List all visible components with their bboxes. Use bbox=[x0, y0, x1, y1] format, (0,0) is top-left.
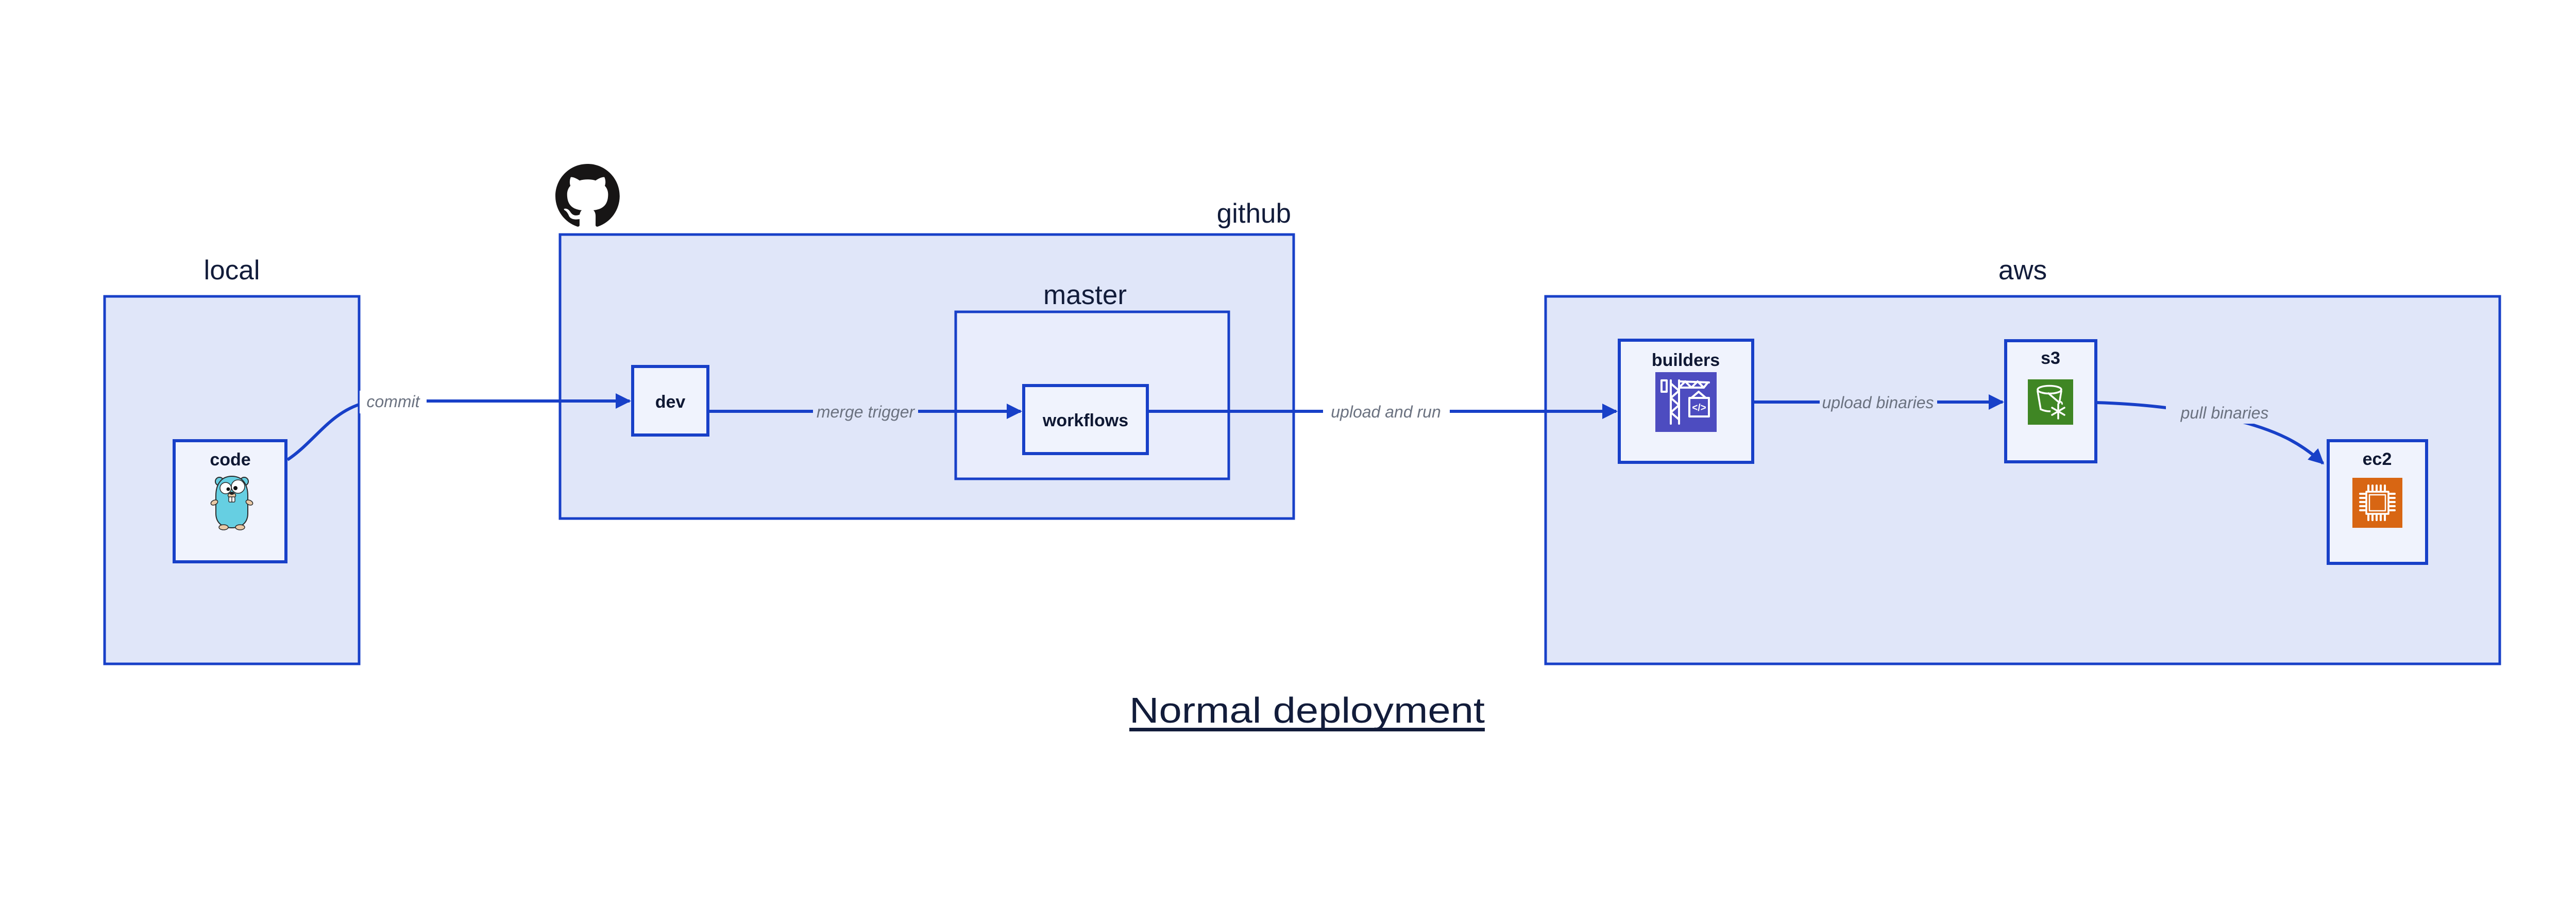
codebuild-code-glyph: </> bbox=[1692, 403, 1706, 413]
title-underline bbox=[1129, 728, 1485, 731]
edge-label-pull-binaries: pull binaries bbox=[2180, 404, 2269, 422]
edge-label-bg bbox=[813, 400, 918, 423]
node-ec2-label: ec2 bbox=[2363, 449, 2392, 469]
edge-label-merge-trigger: merge trigger bbox=[817, 403, 916, 421]
cluster-github-label: github bbox=[1217, 198, 1291, 229]
edge-label-bg bbox=[1820, 391, 1937, 413]
node-workflows bbox=[1022, 384, 1149, 455]
diagram-title: Normal deployment bbox=[1129, 690, 1485, 730]
github-octocat-icon bbox=[555, 164, 620, 227]
edge-label-bg bbox=[1323, 400, 1450, 423]
node-dev-label: dev bbox=[655, 392, 686, 412]
edge-label-commit: commit bbox=[366, 392, 420, 411]
edge-label-bg bbox=[360, 391, 427, 413]
edge-label-upload-and-run: upload and run bbox=[1331, 403, 1441, 421]
node-workflows-label: workflows bbox=[1042, 411, 1128, 430]
edge-label-bg bbox=[2166, 401, 2284, 424]
go-gopher-icon bbox=[210, 475, 253, 530]
aws-ec2-icon bbox=[2352, 478, 2402, 528]
node-s3-label: s3 bbox=[2041, 348, 2060, 368]
node-code-label: code bbox=[210, 450, 250, 470]
aws-s3-glacier-icon bbox=[2028, 379, 2073, 425]
aws-codebuild-icon: </> bbox=[1655, 372, 1717, 432]
edge-label-upload-binaries: upload binaries bbox=[1822, 393, 1934, 412]
cluster-aws-label: aws bbox=[1998, 255, 2047, 286]
cluster-master-label: master bbox=[1043, 280, 1127, 310]
node-builders-label: builders bbox=[1652, 350, 1720, 370]
cluster-local-label: local bbox=[204, 255, 260, 286]
node-dev bbox=[631, 365, 709, 437]
